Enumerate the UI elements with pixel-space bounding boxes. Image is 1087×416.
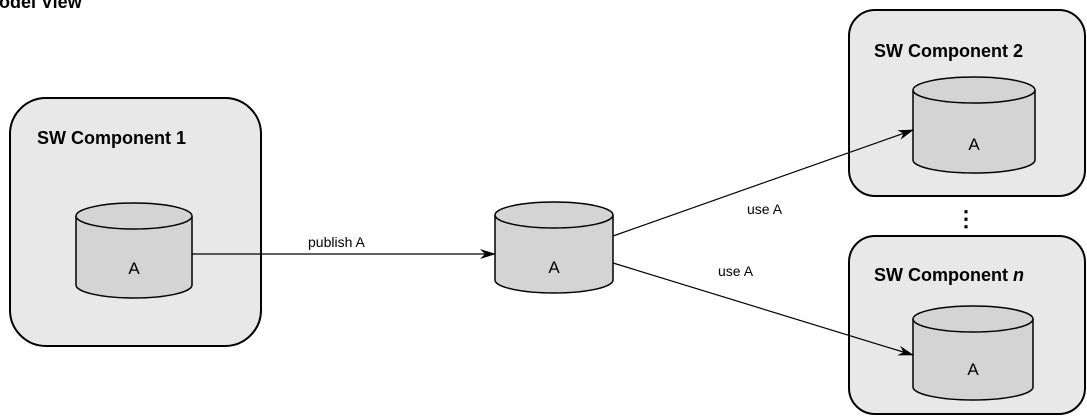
use-label-upper: use A	[747, 201, 783, 217]
component-2-cylinder: A	[912, 76, 1036, 174]
component-n-data-label: A	[967, 360, 979, 379]
component-1-data-label: A	[128, 259, 140, 278]
component-1-box: SW Component 1 A	[9, 97, 262, 347]
component-2-box: SW Component 2 A	[848, 9, 1086, 197]
shared-data-label: A	[548, 258, 560, 277]
ellipsis-icon: ⋮	[955, 206, 977, 231]
use-label-lower: use A	[718, 263, 754, 279]
component-1-cylinder: A	[75, 202, 193, 299]
component-n-title-variable: n	[1013, 265, 1024, 285]
shared-data-cylinder: A	[494, 201, 614, 294]
component-1-title: SW Component 1	[37, 128, 186, 148]
component-2-title: SW Component 2	[874, 41, 1023, 61]
component-n-cylinder: A	[912, 305, 1034, 401]
component-n-box: SW Component n A	[848, 235, 1086, 415]
component-n-title: SW Component n	[874, 265, 1024, 285]
component-n-title-prefix: SW Component	[874, 265, 1013, 285]
page-title: lodel View	[0, 0, 83, 12]
component-2-data-label: A	[968, 135, 980, 154]
use-arrow-upper	[612, 129, 914, 237]
use-arrow-lower	[612, 262, 914, 356]
publish-label: publish A	[308, 234, 365, 250]
